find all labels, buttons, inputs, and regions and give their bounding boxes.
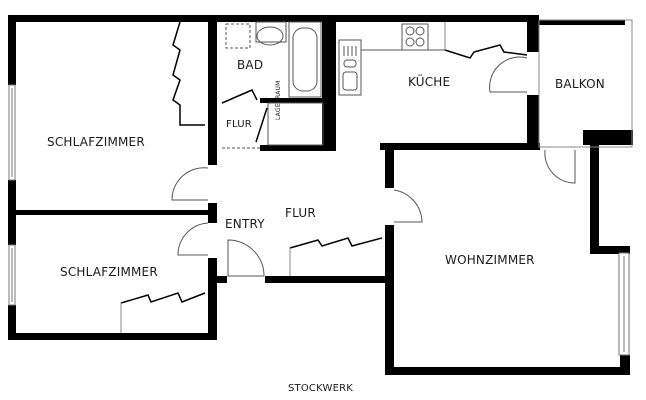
room-label-kueche: KÜCHE xyxy=(408,75,451,89)
wall-balkon-bottom xyxy=(583,130,633,145)
wardrobe-icon xyxy=(120,21,528,333)
wall-bedroom-right-upper xyxy=(208,15,217,165)
wall-kitchen-bottom xyxy=(380,143,540,150)
wall-bedroom-right-mid xyxy=(208,203,217,223)
window-icon xyxy=(8,84,630,356)
wall-entry-bottom-left xyxy=(215,276,227,283)
wall-living-bottom xyxy=(387,367,630,375)
wall-bedroom-divider xyxy=(14,210,214,215)
wall-top-middle xyxy=(208,15,538,22)
plan-title: STOCKWERK xyxy=(288,383,354,394)
wall-left-lower xyxy=(8,305,16,340)
door-icon xyxy=(171,56,576,277)
wall-entry-bottom-right xyxy=(265,276,388,283)
room-label-schlafzimmer-2: SCHLAFZIMMER xyxy=(60,265,158,279)
room-label-entry: ENTRY xyxy=(225,217,265,231)
bathtub-icon xyxy=(288,21,322,98)
wall-kitchen-right-upper xyxy=(527,15,539,52)
wall-kitchen-right-lower xyxy=(527,95,539,150)
wall-storage-bottom xyxy=(260,145,336,151)
room-label-flur-small: FLUR xyxy=(226,119,252,130)
wall-living-step xyxy=(590,246,630,254)
wall-living-left-lower xyxy=(385,225,394,375)
room-label-flur: FLUR xyxy=(285,206,316,220)
room-label-bad: BAD xyxy=(237,58,264,72)
stove-icon xyxy=(401,23,429,51)
wall-top-balkon xyxy=(530,20,625,25)
wall-living-right-upper xyxy=(590,143,599,253)
lagerraum-outline xyxy=(267,102,324,146)
wall-bad-right xyxy=(322,15,336,151)
wall-left-upper xyxy=(8,15,16,85)
wall-bedroom-right-lower xyxy=(208,258,217,340)
door-icon xyxy=(255,107,268,143)
room-label-wohnzimmer: WOHNZIMMER xyxy=(445,253,535,267)
sink-icon xyxy=(338,39,362,96)
room-label-lagerraum: LAGERRAUM xyxy=(275,80,282,121)
shower-tray-icon xyxy=(225,23,251,49)
door-icon xyxy=(221,89,258,104)
toilet-icon xyxy=(255,21,287,46)
wall-living-right-lower xyxy=(620,355,630,375)
room-label-balkon: BALKON xyxy=(555,77,605,91)
balkon-railing xyxy=(538,19,633,148)
wall-bad-bottom xyxy=(260,98,330,103)
wall-living-left-upper xyxy=(385,143,394,188)
wall-left-middle xyxy=(8,180,16,245)
wall-top-left xyxy=(8,15,215,22)
room-label-schlafzimmer-1: SCHLAFZIMMER xyxy=(47,135,145,149)
wall-bottom-bedroom2 xyxy=(8,333,215,340)
